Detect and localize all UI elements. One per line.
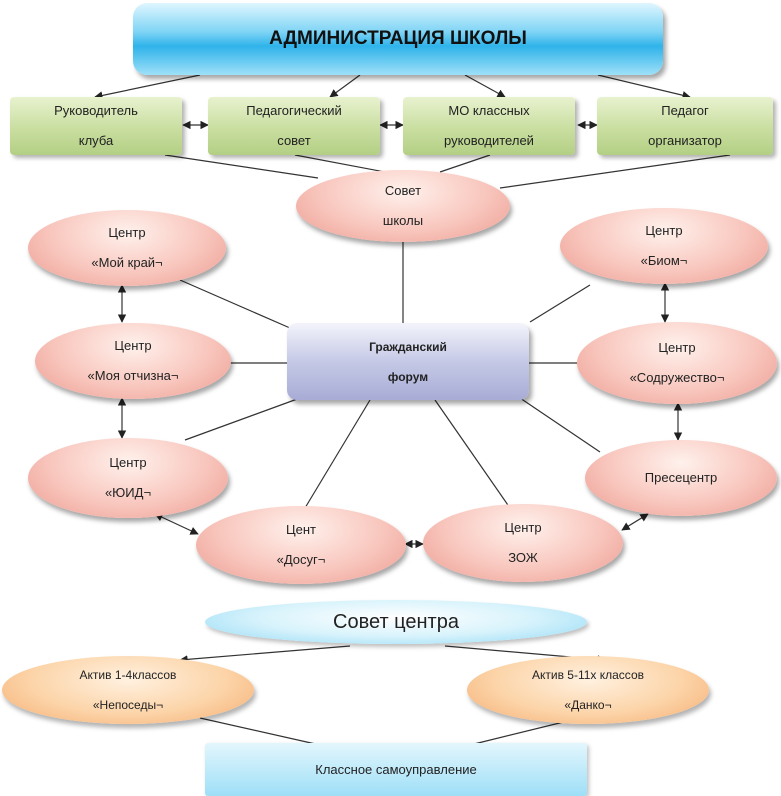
school-administration-box: АДМИНИСТРАЦИЯ ШКОЛЫ <box>133 3 663 75</box>
center-dosug-oval: Цент «Досуг¬ <box>196 506 406 584</box>
center-zozh-line1: Центр <box>504 520 542 535</box>
center-moy-kray-line1: Центр <box>108 225 146 240</box>
class-teachers-association-line2: руководителей <box>444 133 534 148</box>
center-dosug-line1: Цент <box>286 522 316 537</box>
press-center-label: Пресецентр <box>644 470 718 485</box>
class-self-government-label: Классное самоуправление <box>315 762 477 777</box>
center-yuid-oval: Центр «ЮИД¬ <box>28 438 228 518</box>
center-yuid-line2: «ЮИД¬ <box>104 485 152 500</box>
junior-asset-line2: «Непоседы¬ <box>92 698 164 712</box>
class-teachers-association-box: МО классных руководителей <box>403 97 575 155</box>
teacher-organizer-line1: Педагог <box>661 103 709 118</box>
center-council-oval: Совет центра <box>205 600 587 644</box>
club-leader-line2: клуба <box>78 133 114 148</box>
class-self-government-box: Классное самоуправление <box>205 743 587 796</box>
center-biom-line1: Центр <box>645 223 683 238</box>
club-leader-line1: Руководитель <box>54 103 138 118</box>
pedagogical-council-line1: Педагогический <box>246 103 342 118</box>
junior-asset-line1: Актив 1-4классов <box>79 668 177 682</box>
teacher-organizer-line2: организатор <box>648 133 722 148</box>
center-sodruzhestvo-line1: Центр <box>658 340 696 355</box>
school-administration-title: АДМИНИСТРАЦИЯ ШКОЛЫ <box>269 28 527 49</box>
senior-asset-line1: Актив 5-11х классов <box>531 668 644 682</box>
center-moya-otchizna-oval: Центр «Моя отчизна¬ <box>35 323 231 399</box>
pedagogical-council-box: Педагогический совет <box>208 97 380 155</box>
center-sodruzhestvo-oval: Центр «Содружество¬ <box>577 322 777 404</box>
center-council-label: Совет центра <box>333 610 459 633</box>
center-zozh-oval: Центр ЗОЖ <box>423 504 623 582</box>
pedagogical-council-line2: совет <box>277 133 311 148</box>
center-zozh-line2: ЗОЖ <box>508 550 538 565</box>
center-moya-otchizna-line1: Центр <box>114 338 152 353</box>
center-biom-oval: Центр «Биом¬ <box>560 208 768 284</box>
school-council-line2: школы <box>382 213 424 228</box>
center-moy-kray-line2: «Мой край¬ <box>91 255 163 270</box>
senior-asset-line2: «Данко¬ <box>564 698 612 712</box>
school-council-line1: Совет <box>384 183 422 198</box>
teacher-organizer-box: Педагог организатор <box>597 97 773 155</box>
school-council-oval: Совет школы <box>296 170 510 242</box>
junior-asset-oval: Актив 1-4классов «Непоседы¬ <box>2 656 254 724</box>
senior-asset-oval: Актив 5-11х классов «Данко¬ <box>467 656 709 724</box>
center-dosug-line2: «Досуг¬ <box>276 552 326 567</box>
press-center-oval: Пресецентр <box>585 440 777 516</box>
center-moya-otchizna-line2: «Моя отчизна¬ <box>87 368 179 383</box>
center-biom-line2: «Биом¬ <box>640 253 688 268</box>
civic-forum-line2: форум <box>387 369 429 384</box>
center-moy-kray-oval: Центр «Мой край¬ <box>28 210 226 286</box>
civic-forum-box: Гражданский форум <box>287 323 529 400</box>
club-leader-box: Руководитель клуба <box>10 97 182 155</box>
class-teachers-association-line1: МО классных <box>448 103 530 118</box>
center-yuid-line1: Центр <box>109 455 147 470</box>
center-sodruzhestvo-line2: «Содружество¬ <box>629 370 725 385</box>
civic-forum-line1: Гражданский <box>369 339 447 354</box>
